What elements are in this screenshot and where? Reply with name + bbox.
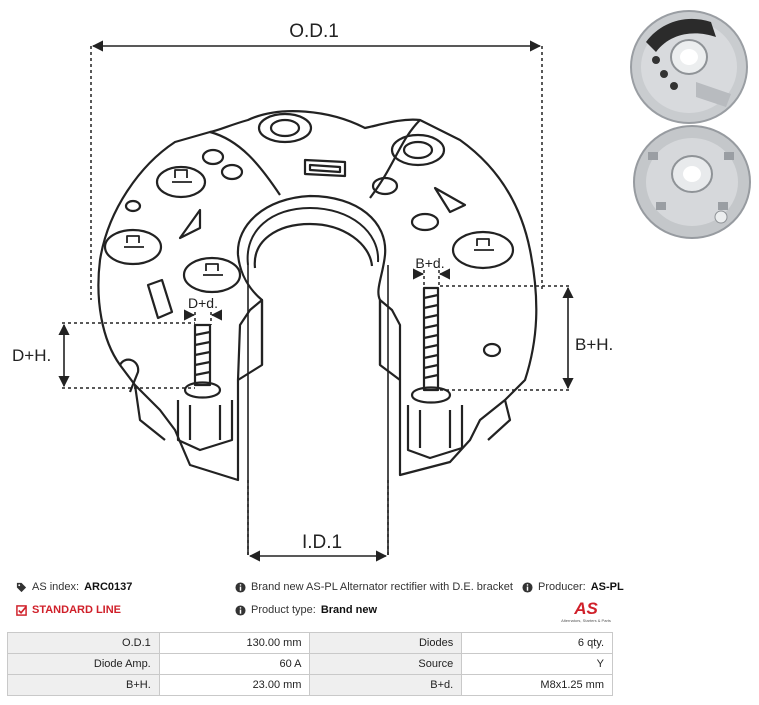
- description-text: Brand new AS-PL Alternator rectifier wit…: [251, 581, 513, 593]
- id1-label: I.D.1: [302, 532, 342, 553]
- info-icon: [522, 581, 533, 593]
- product-line: STANDARD LINE: [16, 604, 121, 616]
- logo-tagline: Alternators, Starters & Parts: [561, 618, 611, 623]
- dd-label: D+d.: [188, 295, 218, 311]
- as-pl-logo: AS Alternators, Starters & Parts: [561, 599, 611, 623]
- product-line-text: STANDARD LINE: [32, 604, 122, 616]
- product-type: Product type: Brand new: [235, 604, 377, 616]
- checkbox-icon: [16, 604, 27, 616]
- od1-label: O.D.1: [289, 21, 339, 42]
- rectifier-outline: [97, 110, 538, 482]
- spec-value: Y: [461, 653, 613, 675]
- table-row: O.D.1 130.00 mm Diodes 6 qty.: [7, 632, 613, 654]
- as-index-value: ARC0137: [84, 581, 133, 593]
- spec-value: 130.00 mm: [158, 632, 311, 654]
- table-row: Diode Amp. 60 A Source Y: [7, 653, 613, 675]
- spec-key: O.D.1: [7, 632, 160, 654]
- technical-drawing: O.D.1 I.D.1 D+H. D+d. B+H. B+d.: [12, 21, 613, 562]
- description: Brand new AS-PL Alternator rectifier wit…: [235, 581, 513, 593]
- producer-label: Producer:: [538, 581, 586, 593]
- dh-label: D+H.: [12, 346, 51, 365]
- spec-key: B+H.: [7, 674, 160, 696]
- specs-table: O.D.1 130.00 mm Diodes 6 qty. Diode Amp.…: [7, 632, 613, 696]
- product-photos: [630, 10, 751, 239]
- spec-key: Diodes: [309, 632, 463, 654]
- info-icon: [235, 604, 246, 616]
- table-row: B+H. 23.00 mm B+d. M8x1.25 mm: [7, 674, 613, 696]
- spec-value: 6 qty.: [461, 632, 613, 654]
- producer: Producer: AS-PL: [522, 581, 624, 593]
- as-index: AS index: ARC0137: [16, 581, 132, 593]
- photo-top: [630, 10, 748, 124]
- spec-key: Source: [309, 653, 463, 675]
- spec-value: M8x1.25 mm: [461, 674, 613, 696]
- producer-value: AS-PL: [590, 581, 624, 593]
- spec-key: Diode Amp.: [7, 653, 160, 675]
- info-icon: [235, 581, 246, 593]
- spec-key: B+d.: [309, 674, 463, 696]
- spec-value: 23.00 mm: [158, 674, 311, 696]
- product-type-label: Product type:: [251, 604, 316, 616]
- logo-mark: AS: [573, 599, 598, 618]
- tag-icon: [16, 582, 27, 592]
- product-type-value: Brand new: [320, 604, 378, 616]
- photo-bottom: [633, 125, 751, 239]
- spec-value: 60 A: [158, 653, 311, 675]
- as-index-label: AS index:: [32, 581, 80, 593]
- bh-label: B+H.: [575, 335, 613, 354]
- bd-label: B+d.: [415, 255, 444, 271]
